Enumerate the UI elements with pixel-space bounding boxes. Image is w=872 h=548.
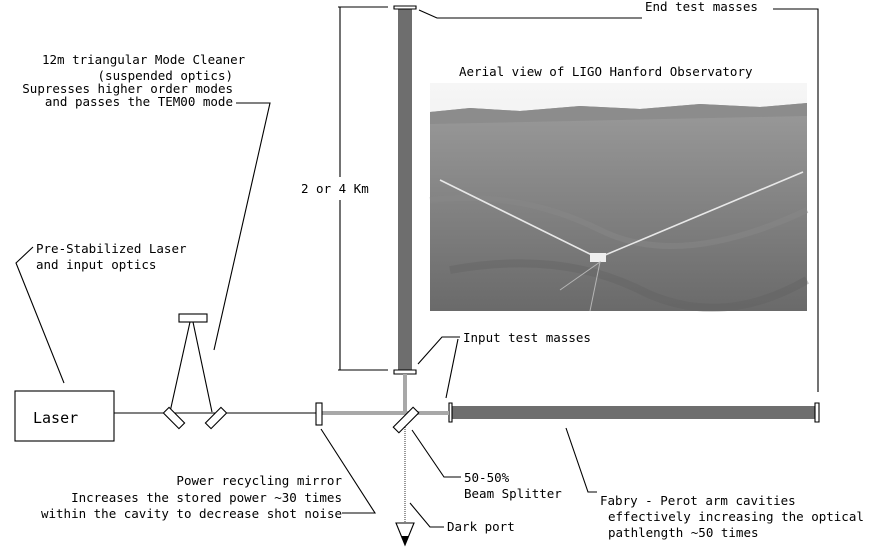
vertical-arm-cavity (398, 9, 412, 374)
svg-text:effectively increasing the opt: effectively increasing the optical (608, 509, 864, 524)
beam-splitter-label: 50-50% Beam Splitter (464, 470, 562, 501)
svg-text:within the cavity to decrease: within the cavity to decrease shot noise (41, 506, 342, 521)
mode-cleaner-label: 12m triangular Mode Cleaner (suspended o… (22, 52, 245, 109)
leader-beam-splitter (411, 429, 461, 478)
laser-label: Laser (33, 409, 78, 427)
input-test-mass-x (448, 402, 453, 423)
power-recycling-label: Power recycling mirror Increases the sto… (41, 473, 342, 521)
leader-fabry-perot (565, 427, 597, 493)
svg-text:and passes the TEM00 mode: and passes the TEM00 mode (45, 94, 233, 109)
svg-text:Fabry - Perot arm cavities: Fabry - Perot arm cavities (600, 493, 796, 508)
aerial-photo (429, 83, 809, 312)
leader-mode-cleaner (213, 102, 271, 351)
leader-power-recycling (320, 428, 377, 514)
leader-psl (15, 246, 65, 384)
leader-input-masses-b (445, 338, 459, 399)
input-masses-label: Input test masses (463, 330, 591, 345)
photo-corner-station (590, 253, 606, 262)
svg-text:12m triangular Mode Cleaner: 12m triangular Mode Cleaner (42, 52, 246, 67)
svg-text:Pre-Stabilized Laser: Pre-Stabilized Laser (36, 241, 187, 256)
end-masses-label: End test masses (645, 0, 758, 14)
photodetector-icon (395, 522, 415, 547)
mode-cleaner-mirror-right (204, 406, 228, 430)
svg-text:(suspended optics): (suspended optics) (98, 68, 233, 83)
photo-arm-x (439, 179, 599, 259)
svg-text:pathlength ~50 times: pathlength ~50 times (608, 525, 759, 540)
psl-label: Pre-Stabilized Laser and input optics (36, 241, 187, 272)
laser-box (14, 390, 115, 442)
leader-input-masses-a (417, 336, 460, 365)
photo-arm-y (597, 171, 804, 259)
svg-text:Beam Splitter: Beam Splitter (464, 486, 562, 501)
svg-text:Power recycling mirror: Power recycling mirror (176, 473, 342, 488)
leader-end-masses-a (418, 9, 642, 19)
mode-cleaner-top-mirror (178, 313, 208, 323)
svg-text:50-50%: 50-50% (464, 470, 510, 485)
power-recycling-mirror (315, 402, 323, 426)
beam-splitter (392, 406, 420, 434)
svg-text:Supresses higher order modes: Supresses higher order modes (22, 81, 233, 96)
end-test-mass-y (393, 5, 417, 10)
photodetector-tip (401, 536, 409, 545)
end-test-mass-x (814, 402, 820, 423)
leader-end-masses-b (773, 8, 819, 392)
svg-text:Increases the stored power ~30: Increases the stored power ~30 times (71, 490, 342, 505)
svg-text:and input optics: and input optics (36, 257, 156, 272)
arm-length-label: 2 or 4 Km (301, 181, 369, 196)
dark-port-label: Dark port (447, 519, 515, 534)
leader-dark-port (409, 502, 444, 528)
horizontal-arm-cavity (452, 406, 815, 419)
fabry-perot-label: Fabry - Perot arm cavities effectively i… (600, 493, 864, 540)
input-test-mass-y (393, 369, 417, 375)
mode-cleaner-mirror-left (162, 406, 186, 430)
aerial-view-title: Aerial view of LIGO Hanford Observatory (459, 64, 753, 79)
mode-cleaner (162, 313, 228, 430)
